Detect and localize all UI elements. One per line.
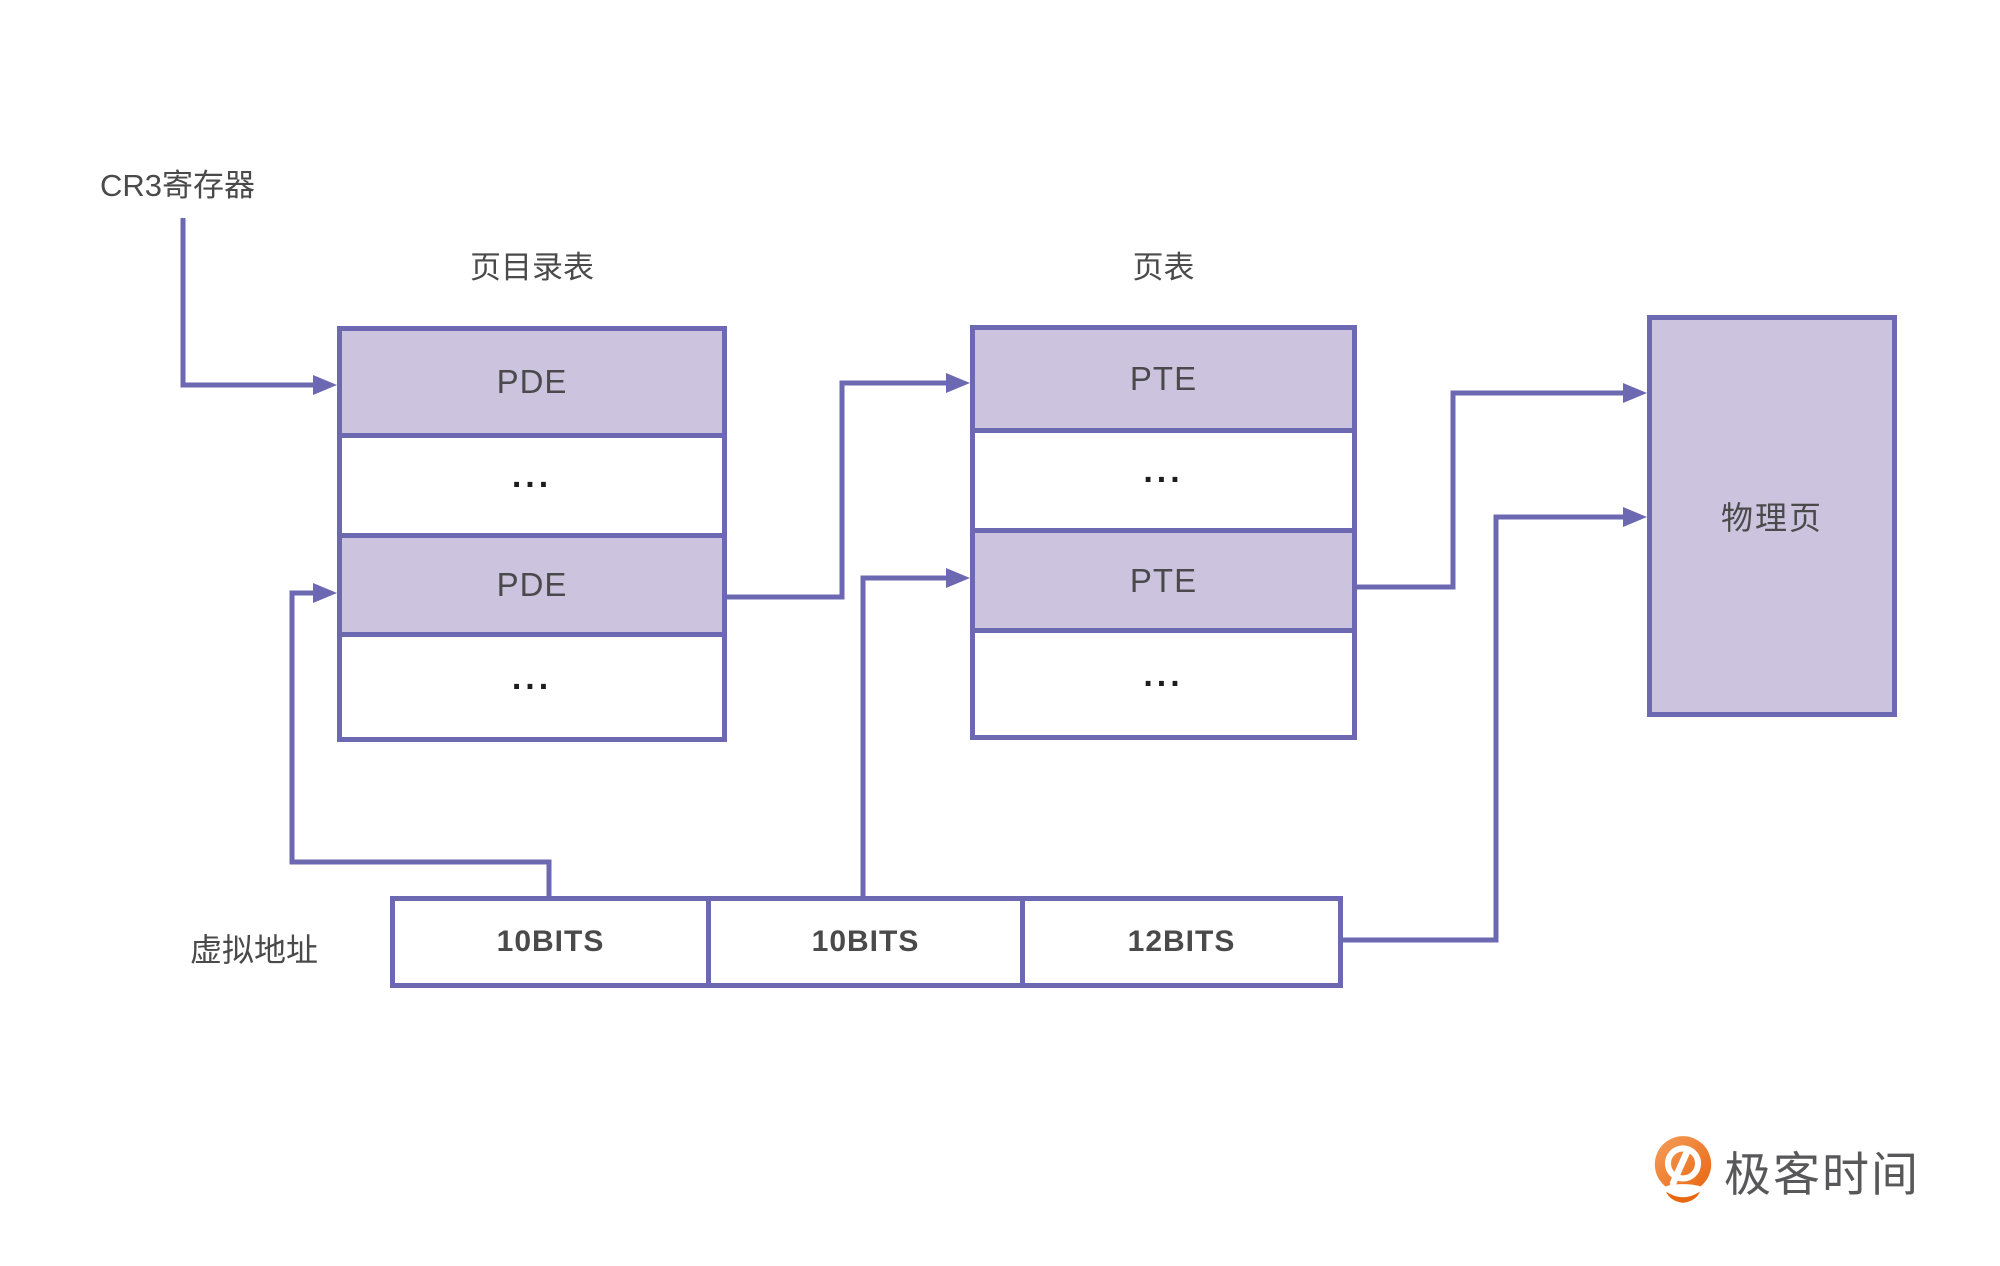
- cr3-register-label: CR3寄存器: [100, 168, 256, 203]
- bits-segment-label: 10BITS: [496, 925, 605, 958]
- physical-page-box: 物理页: [1647, 315, 1897, 717]
- bits-segment-table-index: 10BITS: [706, 901, 1020, 983]
- ellipsis-row: ...: [975, 428, 1352, 528]
- ellipsis-label: ...: [511, 457, 553, 495]
- virtual-address-label: 虚拟地址: [190, 932, 319, 968]
- pte-entry-label: PTE: [1129, 360, 1198, 397]
- connector-cr3-to-pde1: [180, 218, 337, 395]
- bits-segment-directory-index: 10BITS: [395, 901, 706, 983]
- bits-segment-page-offset: 12BITS: [1020, 901, 1338, 983]
- ellipsis-row: ...: [342, 632, 722, 737]
- pde-entry-label: PDE: [496, 566, 568, 603]
- page-table: PTE ... PTE ...: [970, 325, 1357, 740]
- connector-bits3-to-physical-page: [1343, 507, 1647, 943]
- page-table-title: 页表: [1132, 250, 1195, 285]
- physical-page-label: 物理页: [1720, 500, 1823, 536]
- ellipsis-label: ...: [511, 658, 553, 697]
- geektime-icon: [1652, 1135, 1714, 1205]
- connector-bits2-to-pte2: [860, 568, 970, 896]
- pte-entry-label: PTE: [1129, 561, 1198, 599]
- brand-logo-text: 极客时间: [1724, 1147, 1920, 1201]
- ellipsis-label: ...: [1143, 655, 1184, 694]
- bits-segment-label: 12BITS: [1127, 925, 1236, 958]
- brand-logo: 极客时间: [1652, 1135, 1920, 1205]
- bits-segment-label: 10BITS: [811, 925, 920, 958]
- pde-entry-row: PDE: [342, 331, 722, 433]
- pte-entry-row: PTE: [975, 330, 1352, 428]
- ellipsis-label: ...: [1143, 452, 1184, 490]
- page-directory-title: 页目录表: [470, 250, 594, 285]
- connector-pde2-to-pte1: [727, 373, 970, 600]
- ellipsis-row: ...: [975, 628, 1352, 735]
- ellipsis-row: ...: [342, 433, 722, 533]
- virtual-address-bar: 10BITS 10BITS 12BITS: [390, 896, 1343, 988]
- pde-entry-row: PDE: [342, 533, 722, 632]
- connector-pte2-to-physical-page: [1357, 383, 1647, 590]
- page-directory-table: PDE ... PDE ...: [337, 326, 727, 742]
- pde-entry-label: PDE: [496, 363, 568, 400]
- pte-entry-row: PTE: [975, 528, 1352, 628]
